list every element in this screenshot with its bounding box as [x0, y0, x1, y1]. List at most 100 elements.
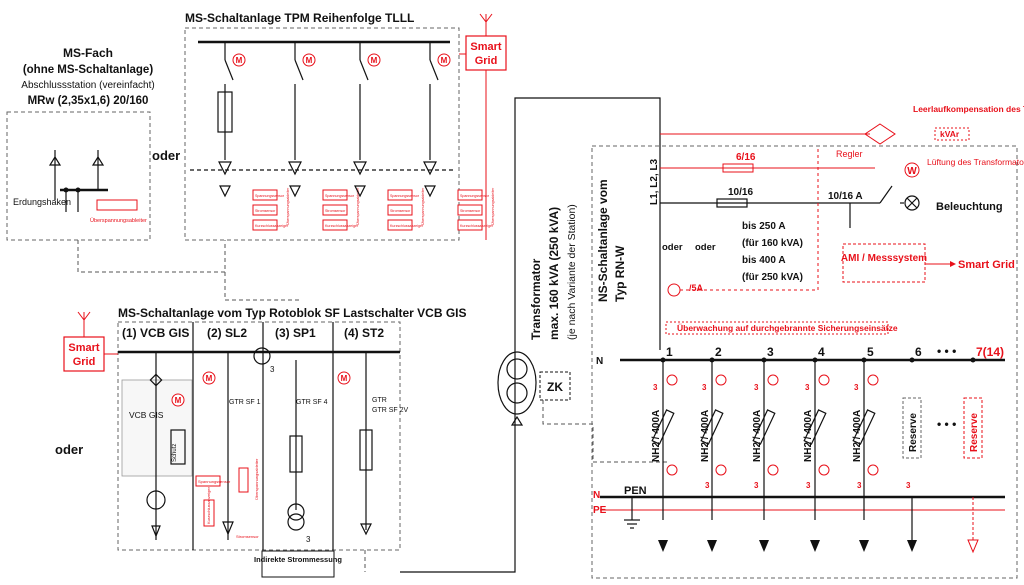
rating-2: (für 160 kVA)	[742, 238, 803, 249]
three-label: 3	[805, 383, 810, 392]
kvar-label: kVAr	[940, 129, 960, 139]
three-label: 3	[857, 481, 862, 490]
beleuchtung-label: Beleuchtung	[936, 201, 1003, 213]
outlet-arrow-icon	[658, 540, 668, 552]
motor-icon	[232, 53, 246, 67]
mv-note: Abschlussstation (vereinfacht)	[21, 80, 154, 91]
outlet-label: NH2 / 400A	[803, 410, 814, 462]
outlet-number: 1	[666, 345, 673, 359]
pe-label: PE	[593, 505, 607, 516]
luftung-w: W	[907, 166, 917, 177]
nh-fuse-icon	[651, 409, 675, 445]
current-sensor-box	[387, 204, 413, 216]
short-circuit-label: Kurzschluss­anzeiger	[460, 224, 494, 228]
transformer: Transformator max. 160 kVA (250 kVA) (je…	[497, 204, 670, 463]
motor-label: M	[441, 56, 448, 65]
current-sensor-box	[252, 204, 278, 216]
rotoblok-title: MS-Schaltanlage vom Typ Rotoblok SF Last…	[118, 306, 467, 320]
outlet-arrow-icon	[810, 540, 820, 552]
n-label: N	[593, 490, 600, 501]
gtr2v-label-a: GTR	[372, 397, 387, 404]
nh-fuse-icon	[752, 409, 776, 445]
voltage-sensor-box	[387, 189, 413, 201]
gtr1-label: GTR SF 1	[229, 399, 261, 406]
voltage-sensor-box	[322, 189, 348, 201]
surge-arrester-label: Überspannungsableiter	[491, 187, 495, 225]
three-label: 3	[854, 383, 859, 392]
ns-phases: L1, L2, L3	[649, 158, 660, 205]
rotoblok-col-1: (1) VCB GIS	[122, 326, 189, 340]
current-sensor-label: Stromsensor	[390, 209, 411, 213]
bus-node	[909, 357, 915, 363]
three-label: 3	[754, 481, 759, 490]
three-label: 3	[906, 481, 911, 490]
nh-fuse-icon	[803, 409, 827, 445]
three-label: 3	[705, 481, 710, 490]
ns-title-2: Typ RN-W	[613, 245, 627, 302]
monitor-icon	[666, 464, 678, 476]
ns-smart-grid: Smart Grid	[958, 259, 1015, 271]
short-circuit-box	[457, 219, 483, 231]
transformer-line3: (je nach Variante der Station)	[566, 204, 578, 340]
gtr2v-label: GTR SF 2V	[372, 407, 409, 414]
outlet-label: Reserve	[908, 413, 919, 452]
tpm-bay-2: MSpannungs­sensorStromsensorKurzschluss­…	[288, 42, 360, 231]
surge-label: Überspannungsableiter	[90, 217, 147, 224]
mv-title: MS-Fach	[63, 46, 113, 60]
zk-label: ZK	[547, 380, 563, 394]
short-circuit-box	[387, 219, 413, 231]
tpm-frame	[184, 27, 460, 241]
vcb-label: VCB GIS	[129, 410, 164, 420]
current-sensor-label: Stromsensor	[460, 209, 481, 213]
ns-switchgear: NS-Schaltanlage vom Typ RN-W L1, L2, L3 …	[591, 104, 1024, 579]
rot-voltage-sensor: Spannungs­sensor	[198, 479, 231, 484]
tpm-title: MS-Schaltanlage TPM Reihenfolge TLLL	[185, 11, 414, 25]
oder-label-2: oder	[55, 442, 83, 457]
mv-model: MRw (2,35x1,6) 20/160	[28, 95, 149, 107]
voltage-sensor-label: Spannungs­sensor	[325, 194, 355, 198]
rotoblok-frame	[117, 321, 401, 551]
motor-icon	[367, 53, 381, 67]
mv-subtitle: (ohne MS-Schaltanlage)	[23, 64, 154, 76]
monitor-icon	[767, 374, 779, 386]
monitor-icon	[767, 464, 779, 476]
ct-label: /5A	[689, 283, 704, 293]
ami-label: AMI / Messsystem	[841, 253, 927, 264]
monitor-icon	[666, 374, 678, 386]
transformer-line2: max. 160 kVA (250 kVA)	[547, 207, 561, 340]
current-sensor-label: Stromsensor	[325, 209, 346, 213]
smart-grid-left-line1: Smart	[68, 342, 100, 354]
three-label: 3	[806, 481, 811, 490]
outlet-label: NH2 / 400A	[852, 410, 863, 462]
pen-label: PEN	[624, 485, 647, 497]
mv-box-frame	[6, 111, 151, 241]
cable-terminal-icon	[423, 161, 437, 176]
cable-terminal-icon	[353, 161, 367, 176]
outlet-number: 4	[818, 345, 825, 359]
outlet-label: NH2 / 400A	[700, 410, 711, 462]
motor-icon	[302, 53, 316, 67]
outlet-label: NH2 / 400A	[651, 410, 662, 462]
outlet-gap-dots: • • •	[937, 417, 956, 431]
rotoblok-col-4: (4) ST2	[344, 326, 384, 340]
outlet-arrow-icon	[707, 540, 717, 552]
short-circuit-label: Kurzschluss­anzeiger	[325, 224, 359, 228]
smart-grid-top-line1: Smart	[470, 41, 502, 53]
cable-end-icon	[289, 185, 301, 198]
tpm-switchgear: MS-Schaltanlage TPM Reihenfolge TLLL M Sp…	[184, 11, 495, 241]
voltage-sensor-label: Spannungs­sensor	[255, 194, 285, 198]
bus-node	[970, 357, 976, 363]
current-sensor-box	[457, 204, 483, 216]
motor-label: M	[371, 56, 378, 65]
outlet-number: 3	[767, 345, 774, 359]
cable-end-icon	[219, 185, 231, 198]
regler-label: Regler	[836, 149, 863, 159]
voltage-sensor-box	[457, 189, 483, 201]
outlet-7: 7(14)Reserve	[963, 345, 1004, 554]
rot-surge: Überspannungsableiter	[254, 458, 259, 500]
current-sensor-box	[322, 204, 348, 216]
rot-current-sensor: Stromsensor	[236, 534, 259, 539]
